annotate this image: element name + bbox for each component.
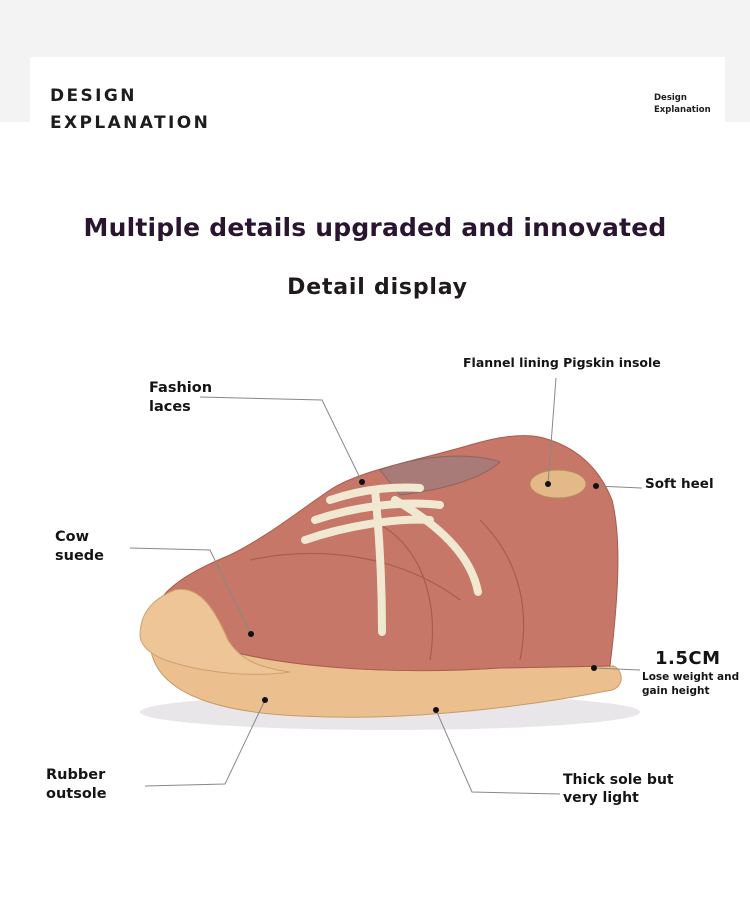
callout-dots (248, 479, 599, 713)
callout-cow-suede: Cow suede (55, 529, 105, 564)
callout-soft-heel: Soft heel (645, 476, 714, 492)
callout-thick-sole: Thick sole but very light (563, 772, 674, 806)
design-explanation-title: DESIGN EXPLANATION (50, 86, 211, 133)
shoe-insole (529, 469, 587, 499)
design-explanation-small-title: Design Explanation (654, 93, 711, 115)
callout-lining-insole: Flannel lining Pigskin insole (463, 355, 661, 370)
shoe-laces (301, 483, 482, 636)
callout-sole-height-note: Lose weight and gain height (642, 671, 740, 697)
callout-rubber-outsole: Rubber outsole (46, 767, 107, 802)
page-subheadline: Detail display (287, 275, 468, 300)
callout-leader-lines (129, 377, 643, 795)
page-headline: Multiple details upgraded and innovated (83, 213, 667, 242)
shoe-upper (149, 435, 619, 672)
callout-sole-height: 1.5CM (655, 648, 721, 669)
header-card: DESIGN EXPLANATION Design Explanation (30, 57, 725, 145)
shoe-toe-cap (139, 588, 291, 675)
callout-fashion-laces: Fashion laces (149, 380, 213, 415)
